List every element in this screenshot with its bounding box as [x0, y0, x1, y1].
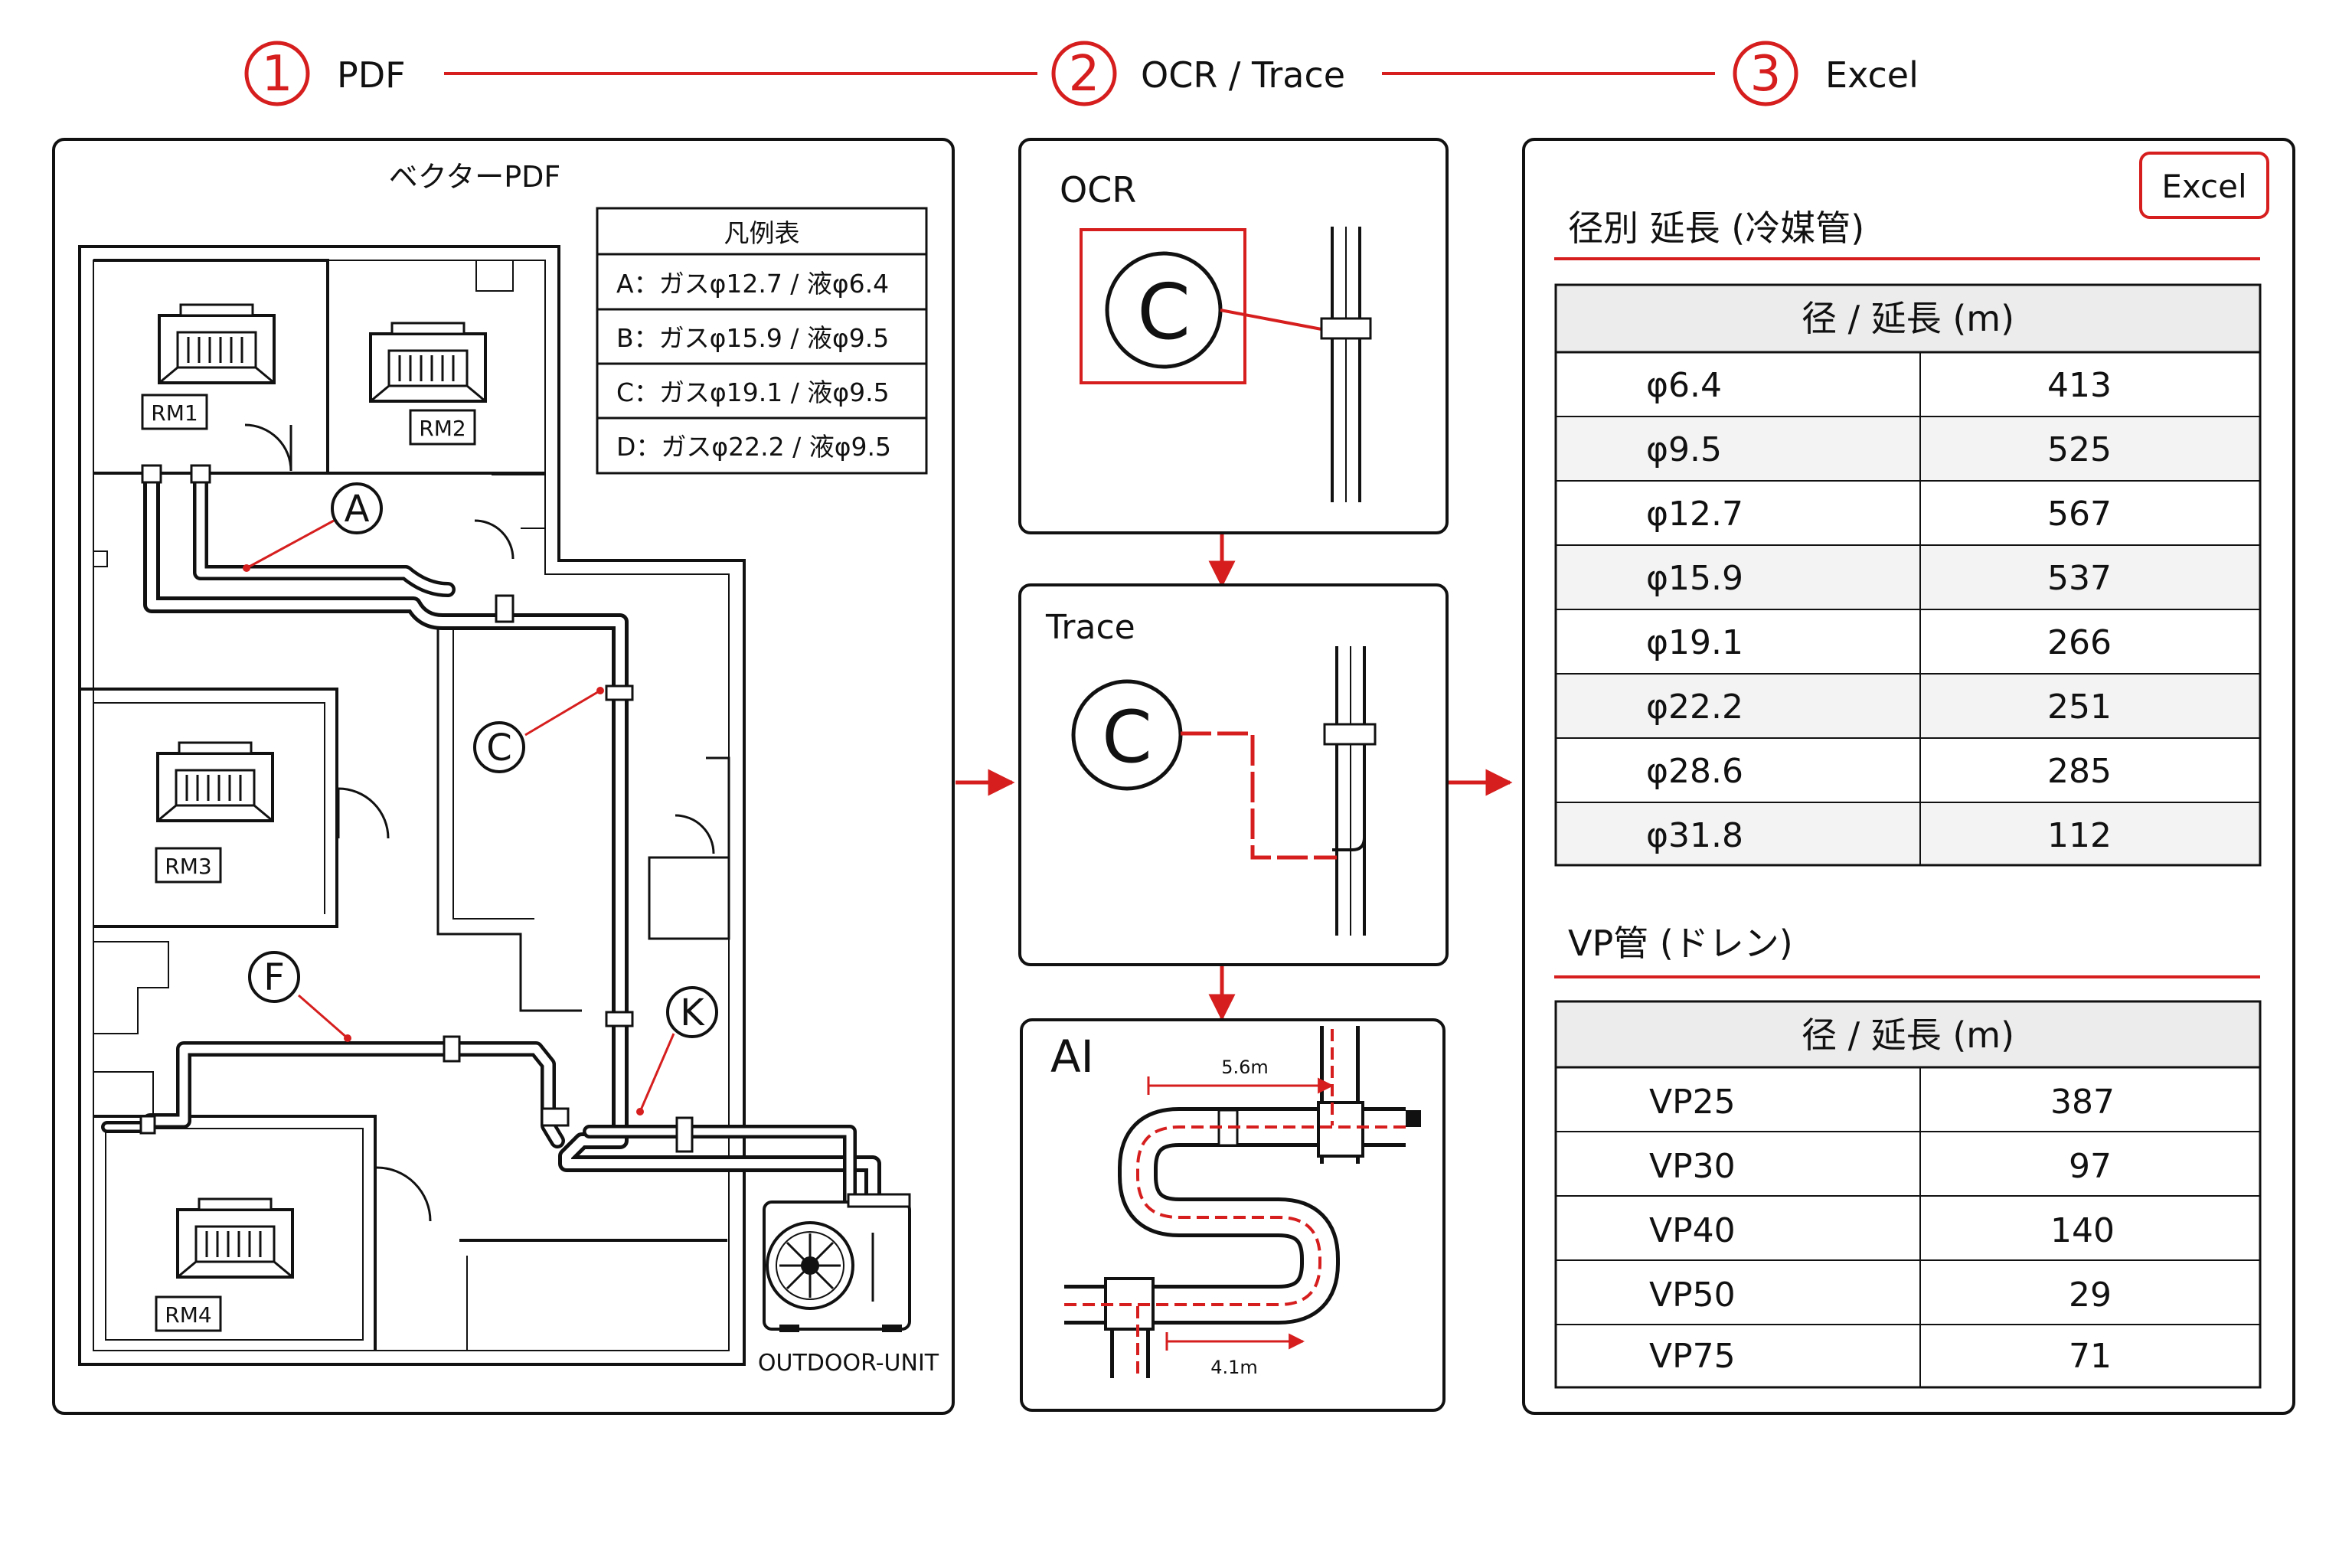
floor-plan-walls	[78, 245, 746, 1366]
step-3-badge	[1733, 41, 1798, 106]
fan-icon	[766, 1221, 854, 1310]
ai-dimension-bottom: 4.1m	[1210, 1357, 1258, 1378]
legend-row-b: B：ガスφ15.9 / 液φ9.5	[616, 323, 889, 353]
table-row: 413	[2047, 366, 2112, 405]
table-row: φ9.5	[1646, 430, 1722, 469]
ai-panel: AI 5.6m 4.1m	[1020, 1018, 1446, 1412]
table-row: VP30	[1649, 1147, 1736, 1186]
table-row: 97	[2069, 1147, 2112, 1186]
table-row: φ19.1	[1646, 623, 1743, 662]
ocr-panel: OCR C	[1018, 138, 1449, 534]
table2-title: VP管 (ドレン)	[1568, 923, 1793, 964]
step-header: 1 PDF 2 OCR / Trace 3 Excel	[244, 41, 1919, 106]
step-3-number: 3	[1750, 46, 1782, 103]
pdf-panel-title: ベクターPDF	[389, 160, 561, 194]
callout-f-badge	[248, 951, 300, 1003]
step-3-label: Excel	[1825, 54, 1919, 96]
table-row: 285	[2047, 752, 2112, 791]
callout-a-badge	[331, 482, 383, 534]
table-row: 29	[2069, 1276, 2112, 1315]
trace-panel: Trace C	[1018, 583, 1449, 966]
room-labels: RM1 RM2 RM3 RM4	[141, 394, 476, 1332]
step-2-number: 2	[1069, 46, 1100, 103]
step-2-badge	[1051, 41, 1117, 106]
table-row: VP25	[1649, 1083, 1736, 1122]
table-row: φ22.2	[1646, 688, 1743, 727]
vp-pipe-table: 径 / 延長 (m) VP25 387 VP30 97 VP40 140 VP5…	[1554, 1000, 2262, 1389]
callout-c-label: C	[486, 727, 512, 769]
trace-panel-title: Trace	[1045, 608, 1135, 647]
pdf-callouts: A C F K	[243, 482, 718, 1116]
outdoor-unit-label: OUTDOOR-UNIT	[758, 1350, 939, 1377]
indoor-unit-rm4	[176, 1197, 294, 1279]
callout-k-label: K	[680, 991, 705, 1034]
legend-table: 凡例表 A：ガスφ12.7 / 液φ6.4 B：ガスφ15.9 / 液φ9.5 …	[596, 207, 928, 475]
table-row: 112	[2047, 816, 2112, 855]
ai-dimension-top: 5.6m	[1221, 1057, 1269, 1078]
callout-k-badge	[666, 986, 718, 1038]
step-1-badge	[244, 41, 310, 106]
excel-button-label: Excel	[2161, 168, 2246, 205]
legend-row-d: D：ガスφ22.2 / 液φ9.5	[616, 432, 891, 462]
table1-title: 径別 延長 (冷媒管)	[1568, 207, 1864, 249]
ocr-callout-label: C	[1137, 267, 1191, 357]
table-row: 537	[2047, 559, 2112, 598]
table-row: 140	[2050, 1211, 2115, 1250]
diameter-length-table: 径 / 延長 (m) φ6.4 413 φ9.5 525 φ12.7 567 φ…	[1554, 283, 2262, 867]
table-row: φ28.6	[1646, 752, 1743, 791]
callout-a-label: A	[345, 488, 370, 531]
table-row: φ31.8	[1646, 816, 1743, 855]
table2-header: 径 / 延長 (m)	[1802, 1014, 2014, 1056]
legend-row-c: C：ガスφ19.1 / 液φ9.5	[616, 377, 890, 407]
table-row: 251	[2047, 688, 2112, 727]
indoor-unit-rm1	[158, 303, 276, 384]
table1-header: 径 / 延長 (m)	[1802, 298, 2014, 339]
ai-dashed-route	[1064, 1125, 1406, 1306]
callout-c-badge	[473, 721, 525, 773]
table-row: 71	[2069, 1337, 2112, 1376]
ai-panel-title: AI	[1050, 1031, 1094, 1083]
table-row: 567	[2047, 495, 2112, 534]
outdoor-unit: OUTDOOR-UNIT	[758, 1193, 939, 1377]
ocr-detect-box	[1080, 228, 1246, 384]
table-row: 387	[2050, 1083, 2115, 1122]
table-row: 525	[2047, 430, 2112, 469]
trace-callout-label: C	[1102, 696, 1152, 779]
room-label-rm3: RM3	[165, 854, 211, 879]
table-row: φ15.9	[1646, 559, 1743, 598]
refrigerant-pipes	[101, 466, 881, 1209]
legend-title: 凡例表	[724, 218, 800, 248]
ocr-panel-title: OCR	[1060, 169, 1136, 211]
indoor-unit-rm2	[369, 322, 487, 403]
room-label-rm1: RM1	[151, 400, 198, 426]
legend-row-a: A：ガスφ12.7 / 液φ6.4	[616, 269, 889, 299]
callout-f-label: F	[263, 956, 285, 999]
excel-button[interactable]: Excel	[2139, 152, 2269, 219]
pipe-fittings	[139, 464, 694, 1153]
table-row: VP75	[1649, 1337, 1736, 1376]
excel-panel: Excel 径別 延長 (冷媒管) 径 / 延長 (m) φ6.4 413 φ9…	[1522, 138, 2295, 1415]
table-row: 266	[2047, 623, 2112, 662]
table-row: VP50	[1649, 1276, 1736, 1315]
table-row: VP40	[1649, 1211, 1736, 1250]
step-1-number: 1	[262, 46, 293, 103]
step-1-label: PDF	[337, 54, 406, 96]
room-label-rm4: RM4	[165, 1302, 211, 1328]
room-label-rm2: RM2	[419, 416, 466, 441]
step-2-label: OCR / Trace	[1141, 54, 1345, 96]
table-row: φ6.4	[1646, 366, 1722, 405]
indoor-unit-rm3	[156, 741, 274, 822]
table-row: φ12.7	[1646, 495, 1743, 534]
trace-path	[1181, 731, 1337, 860]
pdf-panel: ベクターPDF 凡例表 A：ガスφ12.7 / 液φ6.4 B：ガスφ15.9 …	[52, 138, 955, 1415]
